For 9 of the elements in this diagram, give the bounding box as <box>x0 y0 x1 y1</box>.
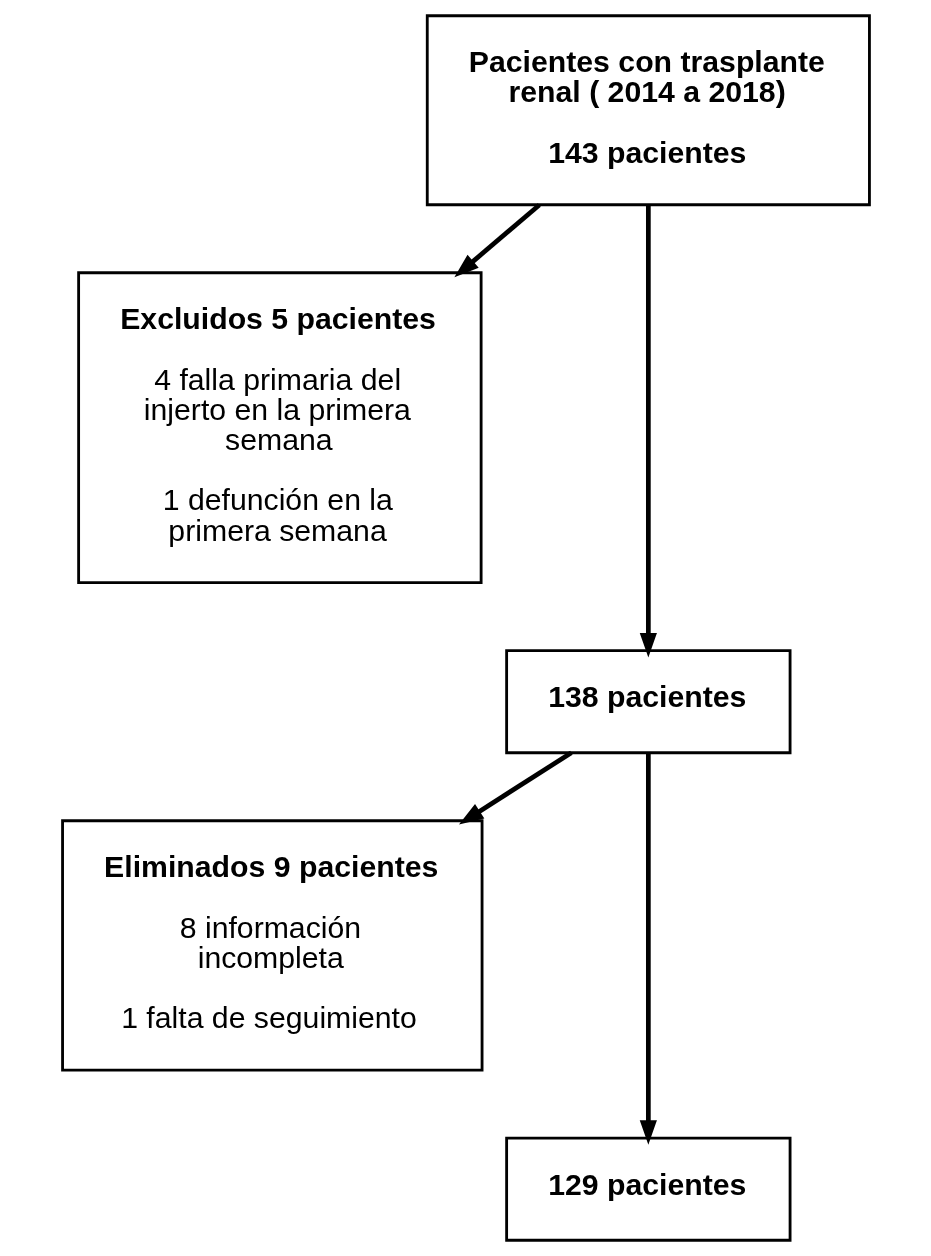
arrow <box>639 753 657 1145</box>
arrow <box>639 205 657 658</box>
node-box: Excluidos 5 pacientes 4 falla primaria del injerto en la primera semana 1 defunción en la primera semana <box>76 271 483 585</box>
arrow <box>453 203 541 278</box>
arrow <box>458 750 573 825</box>
node-box: Eliminados 9 pacientes 8 información incompleta 1 falta de seguimiento <box>60 819 483 1072</box>
node-box: 138 pacientes <box>504 649 791 755</box>
node-box: Pacientes con trasplante renal ( 2014 a 2018) 143 pacientes <box>425 14 871 207</box>
node-box: 129 pacientes <box>504 1136 791 1242</box>
